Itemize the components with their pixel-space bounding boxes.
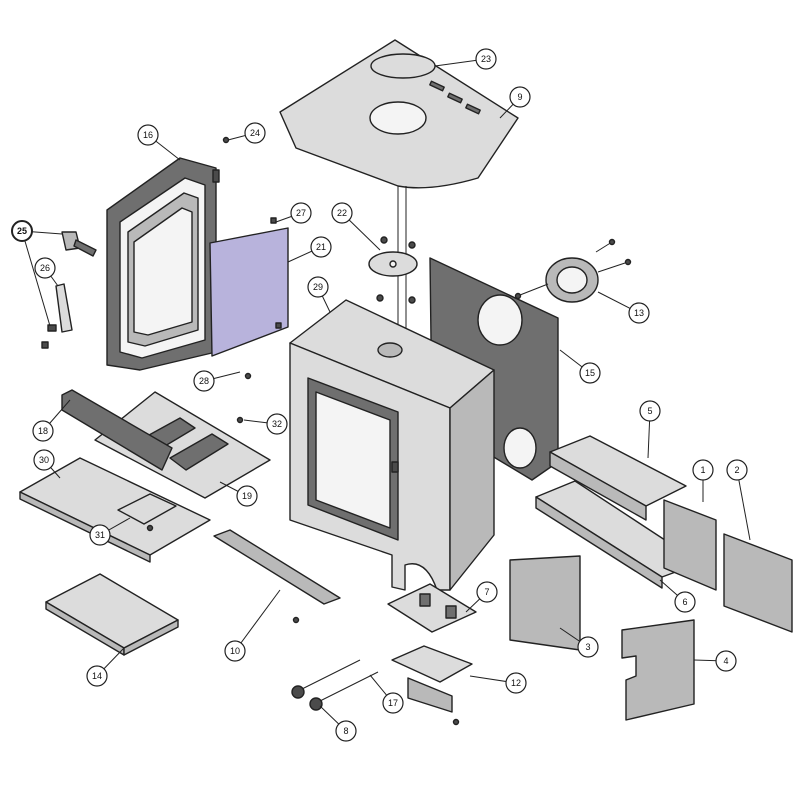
- fasteners: [146, 136, 460, 726]
- stove-body: [289, 299, 495, 591]
- svg-text:21: 21: [316, 242, 326, 252]
- callout-4: 4: [715, 650, 737, 672]
- callout-6: 6: [674, 591, 696, 613]
- svg-text:30: 30: [39, 455, 49, 465]
- front-rail: [213, 529, 341, 605]
- callout-12: 12: [505, 672, 527, 694]
- callout-23: 23: [475, 48, 497, 70]
- svg-text:22: 22: [337, 208, 347, 218]
- callout-32: 32: [266, 413, 288, 435]
- air-rods: [291, 659, 379, 711]
- air-slide-plate: [391, 645, 473, 713]
- svg-text:7: 7: [484, 587, 489, 597]
- svg-text:31: 31: [95, 530, 105, 540]
- callout-9: 9: [509, 86, 531, 108]
- air-control-plate: [387, 583, 477, 633]
- callout-21: 21: [310, 236, 332, 258]
- svg-text:2: 2: [734, 465, 739, 475]
- svg-text:5: 5: [647, 406, 652, 416]
- svg-text:24: 24: [250, 128, 260, 138]
- svg-text:28: 28: [199, 376, 209, 386]
- svg-text:32: 32: [272, 419, 282, 429]
- brick-2: [723, 533, 793, 633]
- brick-4: [621, 619, 695, 721]
- top-insert-disc: [370, 53, 436, 79]
- svg-text:14: 14: [92, 671, 102, 681]
- callout-5: 5: [639, 400, 661, 422]
- svg-text:8: 8: [343, 726, 348, 736]
- callout-29: 29: [307, 276, 329, 298]
- svg-text:23: 23: [481, 54, 491, 64]
- callout-26: 26: [34, 257, 56, 279]
- door-handle: [41, 231, 97, 349]
- svg-text:9: 9: [517, 92, 522, 102]
- door-glass: [209, 217, 289, 357]
- brick-1: [663, 499, 717, 591]
- flue-collar: [514, 238, 632, 303]
- svg-text:19: 19: [242, 491, 252, 501]
- callout-17: 17: [382, 692, 404, 714]
- svg-text:4: 4: [723, 656, 728, 666]
- svg-text:12: 12: [511, 678, 521, 688]
- callout-15: 15: [579, 362, 601, 384]
- brick-3: [509, 555, 581, 651]
- svg-text:18: 18: [38, 426, 48, 436]
- baffle-plate: [368, 236, 418, 304]
- ash-pan: [45, 573, 179, 656]
- svg-text:13: 13: [634, 308, 644, 318]
- callout-25: 25: [11, 220, 33, 242]
- svg-text:17: 17: [388, 698, 398, 708]
- callout-8: 8: [335, 720, 357, 742]
- svg-text:27: 27: [296, 208, 306, 218]
- callout-31: 31: [89, 524, 111, 546]
- svg-text:3: 3: [585, 642, 590, 652]
- svg-text:10: 10: [230, 646, 240, 656]
- callout-27: 27: [290, 202, 312, 224]
- svg-text:25: 25: [17, 226, 27, 236]
- callout-18: 18: [32, 420, 54, 442]
- callout-14: 14: [86, 665, 108, 687]
- callout-19: 19: [236, 485, 258, 507]
- brick-5: [549, 435, 687, 521]
- callout-22: 22: [331, 202, 353, 224]
- callout-28: 28: [193, 370, 215, 392]
- callout-1: 1: [692, 459, 714, 481]
- svg-text:6: 6: [682, 597, 687, 607]
- svg-text:26: 26: [40, 263, 50, 273]
- svg-text:29: 29: [313, 282, 323, 292]
- callout-3: 3: [577, 636, 599, 658]
- callout-2: 2: [726, 459, 748, 481]
- svg-text:15: 15: [585, 368, 595, 378]
- svg-text:1: 1: [700, 465, 705, 475]
- door-frame: [106, 157, 220, 371]
- callout-7: 7: [476, 581, 498, 603]
- svg-text:16: 16: [143, 130, 153, 140]
- callout-16: 16: [137, 124, 159, 146]
- callout-24: 24: [244, 122, 266, 144]
- callout-10: 10: [224, 640, 246, 662]
- firebar: [61, 389, 173, 471]
- callout-30: 30: [33, 449, 55, 471]
- ash-tray-bracket: [117, 493, 177, 525]
- callout-13: 13: [628, 302, 650, 324]
